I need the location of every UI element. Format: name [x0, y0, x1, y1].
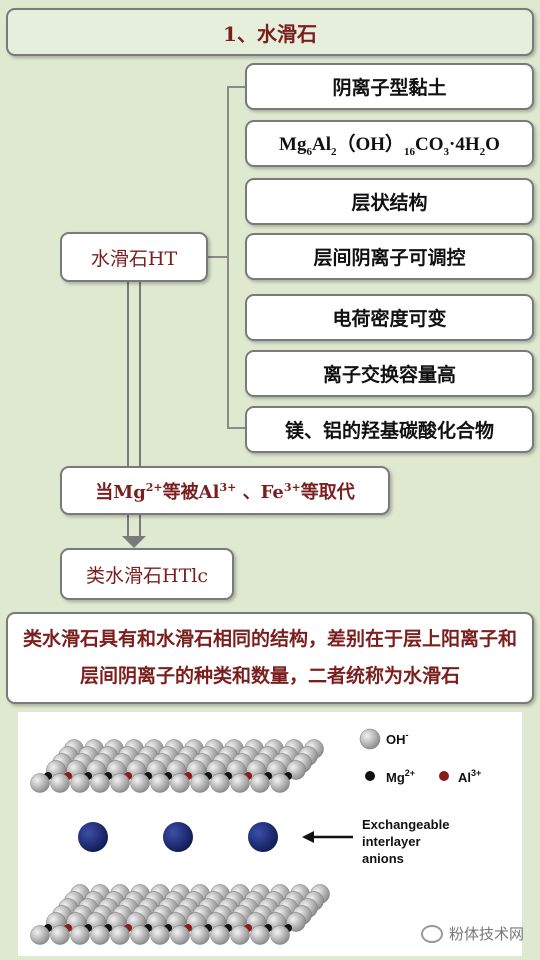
watermark-text: 粉体技术网: [448, 925, 524, 943]
oh-sphere: [90, 925, 110, 945]
substitution-box: 当Mg2+等被Al3+ 、Fe3+等取代: [60, 466, 390, 515]
legend-oh-label: OH-: [386, 730, 409, 747]
bracket-line: [227, 86, 245, 429]
oh-sphere: [230, 925, 250, 945]
structure-figure: OH- Mg2+ Al3+ Exchangeable interlayer anions: [18, 712, 522, 956]
anion-arrowhead: [302, 831, 314, 843]
oh-sphere: [90, 773, 110, 793]
oh-sphere: [110, 773, 130, 793]
property-box: Mg6Al2（OH）16CO3·4H2O: [245, 120, 534, 167]
legend-mg-icon: [365, 771, 375, 781]
oh-sphere: [50, 773, 70, 793]
oh-sphere: [70, 773, 90, 793]
property-box: 电荷密度可变: [245, 294, 534, 341]
legend-oh-icon: [359, 728, 381, 750]
property-box: 离子交换容量高: [245, 350, 534, 397]
oh-sphere: [30, 773, 50, 793]
down-arrow-head: [122, 536, 146, 548]
legend-al-icon: [439, 771, 449, 781]
structure-svg: OH- Mg2+ Al3+ Exchangeable interlayer anions: [30, 728, 481, 945]
oh-sphere: [250, 773, 270, 793]
property-box: 层间阴离子可调控: [245, 233, 534, 280]
oh-sphere: [270, 925, 290, 945]
anion-label: anions: [362, 851, 404, 866]
property-box: 阴离子型黏土: [245, 63, 534, 110]
anion-sphere: [78, 822, 108, 852]
oh-sphere: [30, 925, 50, 945]
anion-label: interlayer: [362, 834, 421, 849]
description-box: 类水滑石具有和水滑石相同的结构，差别在于层上阳离子和层间阴离子的种类和数量，二者…: [6, 612, 534, 704]
oh-sphere: [210, 925, 230, 945]
oh-sphere: [270, 773, 290, 793]
htlc-box: 类水滑石HTlc: [60, 548, 234, 600]
anion-label: Exchangeable: [362, 817, 449, 832]
oh-sphere: [170, 925, 190, 945]
oh-sphere: [150, 925, 170, 945]
property-box: 镁、铝的羟基碳酸化合物: [245, 406, 534, 453]
watermark: 粉体技术网: [420, 923, 524, 944]
oh-sphere: [190, 773, 210, 793]
legend-mg-label: Mg2+: [386, 768, 415, 785]
oh-sphere: [150, 773, 170, 793]
oh-sphere: [170, 773, 190, 793]
wechat-icon: [420, 924, 443, 943]
oh-sphere: [230, 773, 250, 793]
oh-sphere: [250, 925, 270, 945]
property-box: 层状结构: [245, 178, 534, 225]
anion-sphere: [163, 822, 193, 852]
oh-sphere: [70, 925, 90, 945]
oh-sphere: [190, 925, 210, 945]
oh-sphere: [130, 773, 150, 793]
oh-sphere: [50, 925, 70, 945]
oh-sphere: [130, 925, 150, 945]
hydrotalcite-box: 水滑石HT: [60, 232, 208, 282]
legend-al-label: Al3+: [458, 768, 481, 785]
formula-text: Mg6Al2（OH）16CO3·4H2O: [279, 134, 500, 158]
oh-sphere: [110, 925, 130, 945]
page-title: 1、水滑石: [6, 8, 534, 56]
anion-sphere: [248, 822, 278, 852]
oh-sphere: [210, 773, 230, 793]
